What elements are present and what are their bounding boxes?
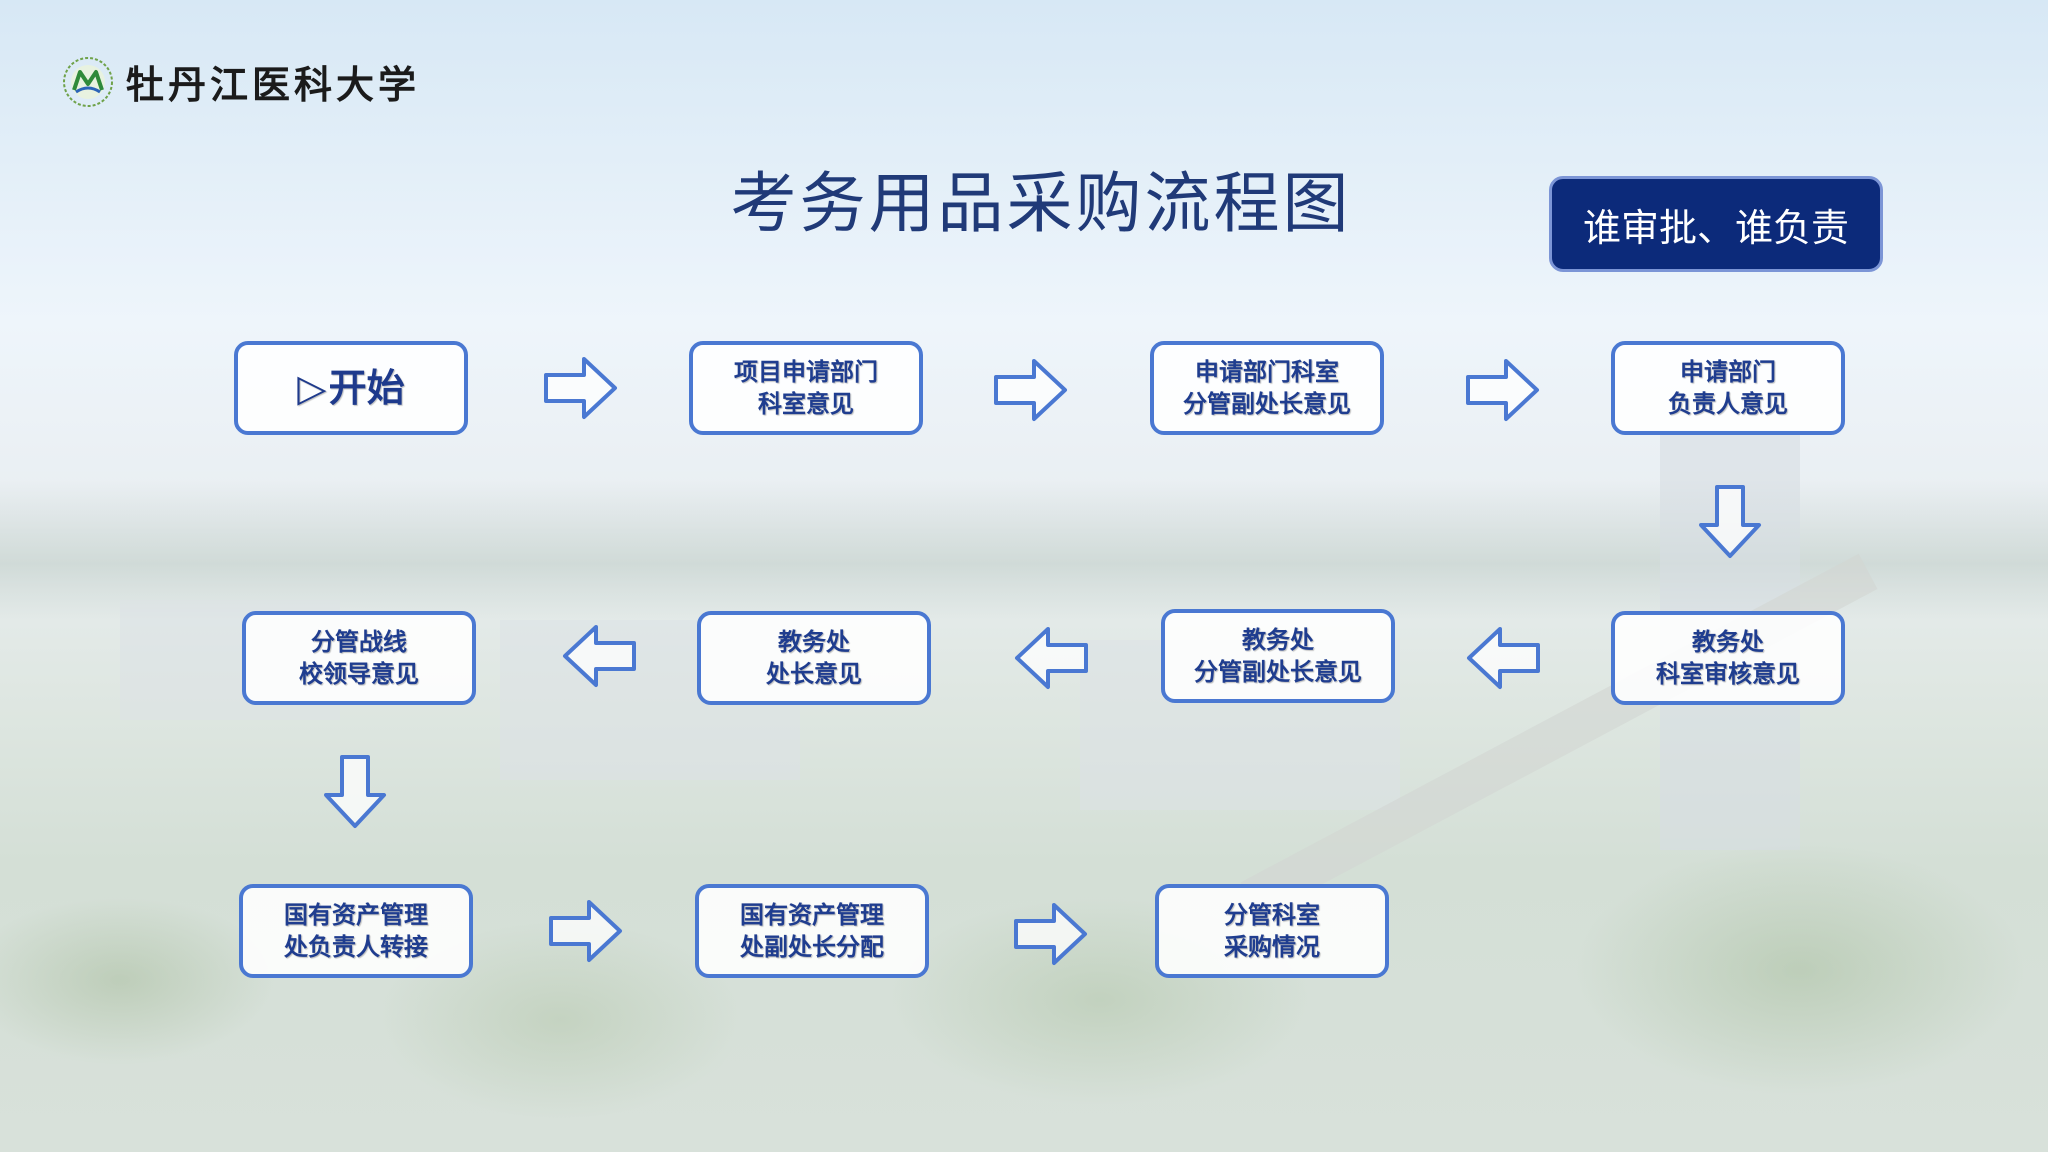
- left-arrow-icon: [561, 623, 637, 689]
- page-title: 考务用品采购流程图: [730, 165, 1352, 242]
- flow-node-school-leader: 分管战线 校领导意见: [242, 611, 476, 705]
- flow-node-asset-mgmt-head: 国有资产管理 处负责人转接: [239, 884, 473, 978]
- right-arrow-icon: [1465, 357, 1541, 423]
- university-emblem-icon: [63, 56, 113, 107]
- responsibility-badge: 谁审批、谁负责: [1549, 176, 1883, 272]
- right-arrow-icon: [993, 357, 1069, 423]
- flow-node-project-dept-section: 项目申请部门 科室意见: [689, 341, 923, 435]
- right-arrow-icon: [1013, 901, 1089, 967]
- left-arrow-icon: [1465, 625, 1541, 691]
- university-logo: 牡丹江医科大学: [62, 54, 420, 109]
- flow-node-purchase-status: 分管科室 采购情况: [1155, 884, 1389, 978]
- right-arrow-icon: [548, 898, 624, 964]
- flow-node-dept-deputy-director: 申请部门科室 分管副处长意见: [1150, 341, 1384, 435]
- play-triangle-icon: ▷: [297, 366, 327, 410]
- right-arrow-icon: [543, 355, 619, 421]
- flow-node-label: 开始: [328, 366, 405, 410]
- university-name: 牡丹江医科大学: [126, 62, 421, 107]
- flow-node-start: ▷开始: [234, 341, 468, 435]
- flow-node-academic-section-review: 教务处 科室审核意见: [1611, 611, 1845, 705]
- flow-node-dept-head: 申请部门 负责人意见: [1611, 341, 1845, 435]
- down-arrow-icon: [1697, 484, 1763, 560]
- flow-node-academic-director: 教务处 处长意见: [697, 611, 931, 705]
- flow-node-academic-deputy-director: 教务处 分管副处长意见: [1161, 609, 1395, 703]
- down-arrow-icon: [322, 754, 388, 830]
- left-arrow-icon: [1013, 625, 1089, 691]
- flow-node-asset-mgmt-deputy: 国有资产管理 处副处长分配: [695, 884, 929, 978]
